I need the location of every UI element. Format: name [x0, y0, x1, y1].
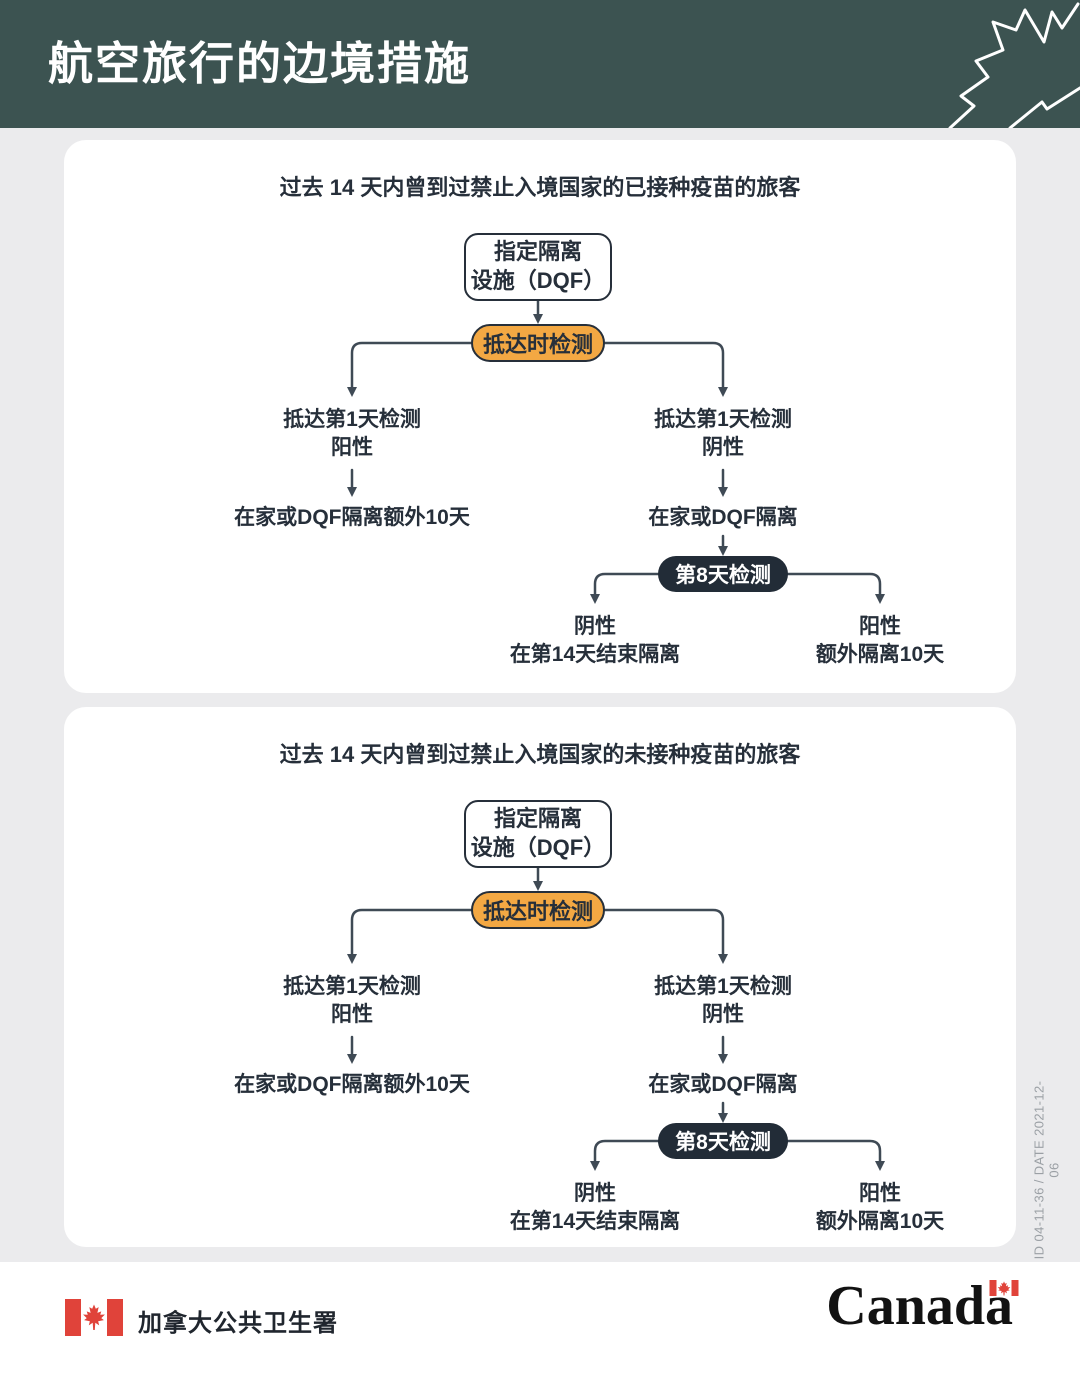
day1-positive-label: 抵达第1天检测 阳性 [222, 406, 482, 463]
canada-wordmark: Canada [826, 1275, 1019, 1337]
day1-negative-line1: 抵达第1天检测 [654, 408, 792, 431]
flowchart-connectors [347, 299, 885, 604]
day1-negative-line1: 抵达第1天检测 [654, 975, 792, 998]
canada-flag-icon [65, 1299, 123, 1336]
negative-result-label: 在家或DQF隔离 [648, 506, 798, 529]
day1-positive-line1: 抵达第1天检测 [283, 408, 421, 431]
dqf-line2: 设施（DQF） [470, 835, 606, 860]
day8-positive-line1: 阳性 [859, 1182, 901, 1205]
page-title: 航空旅行的边境措施 [48, 38, 472, 89]
day1-positive-label: 抵达第1天检测 阳性 [222, 973, 482, 1030]
maple-leaf-outline-icon [948, 2, 1080, 128]
day8-negative-line1: 阴性 [574, 1182, 616, 1205]
footer: 加拿大公共卫生署 Canada [0, 1262, 1080, 1397]
document-id-date-note: ID 04-11-36 / DATE 2021-12-06 [1031, 1080, 1062, 1260]
dqf-line1: 指定隔离 [493, 239, 582, 265]
day8-positive-label: 阳性 额外隔离10天 [750, 1180, 1010, 1237]
arrival-test-node: 抵达时检测 [471, 324, 605, 362]
dqf-facility-node: 指定隔离 设施（DQF） [464, 800, 612, 868]
dqf-line2: 设施（DQF） [470, 268, 606, 293]
day8-negative-line2: 在第14天结束隔离 [509, 643, 681, 667]
day8-negative-line2: 在第14天结束隔离 [509, 1210, 681, 1234]
dqf-line1: 指定隔离 [493, 806, 582, 832]
canada-flag-icon [989, 1280, 1019, 1296]
negative-result-label: 在家或DQF隔离 [648, 1073, 798, 1096]
canada-wordmark-text: Canada [826, 1275, 1013, 1337]
dqf-facility-node: 指定隔离 设施（DQF） [464, 233, 612, 301]
positive-result-label: 在家或DQF隔离额外10天 [234, 1073, 470, 1096]
day8-negative-label: 阴性 在第14天结束隔离 [465, 1180, 725, 1237]
panel-title-vaccinated: 过去 14 天内曾到过禁止入境国家的已接种疫苗的旅客 [279, 175, 801, 200]
flowchart-panel-unvaccinated: 过去 14 天内曾到过禁止入境国家的未接种疫苗的旅客 指定隔离 设施（DQF） … [64, 707, 1016, 1247]
flowchart-panel-vaccinated: 过去 14 天内曾到过禁止入境国家的已接种疫苗的旅客 指定隔离 设施（DQF） … [64, 140, 1016, 693]
day8-positive-line1: 阳性 [859, 615, 901, 638]
day1-negative-label: 抵达第1天检测 阴性 [593, 973, 853, 1030]
day1-positive-line2: 阳性 [331, 436, 373, 460]
day1-negative-line2: 阴性 [702, 1003, 744, 1027]
day1-negative-line2: 阴性 [702, 436, 744, 460]
agency-name: 加拿大公共卫生署 [138, 1310, 338, 1337]
day1-positive-line1: 抵达第1天检测 [283, 975, 421, 998]
day1-negative-label: 抵达第1天检测 阴性 [593, 406, 853, 463]
flowchart-connectors [347, 866, 885, 1171]
day8-test-node: 第8天检测 [658, 556, 788, 592]
day8-test-node: 第8天检测 [658, 1123, 788, 1159]
day8-negative-line1: 阴性 [574, 615, 616, 638]
header-banner: 航空旅行的边境措施 [0, 0, 1080, 128]
arrival-test-node: 抵达时检测 [471, 891, 605, 929]
day1-positive-line2: 阳性 [331, 1003, 373, 1027]
day8-positive-label: 阳性 额外隔离10天 [750, 613, 1010, 670]
positive-result-label: 在家或DQF隔离额外10天 [234, 506, 470, 529]
day8-positive-line2: 额外隔离10天 [815, 643, 945, 667]
day8-positive-line2: 额外隔离10天 [815, 1210, 945, 1234]
panel-title-unvaccinated: 过去 14 天内曾到过禁止入境国家的未接种疫苗的旅客 [279, 742, 801, 767]
day8-negative-label: 阴性 在第14天结束隔离 [465, 613, 725, 670]
